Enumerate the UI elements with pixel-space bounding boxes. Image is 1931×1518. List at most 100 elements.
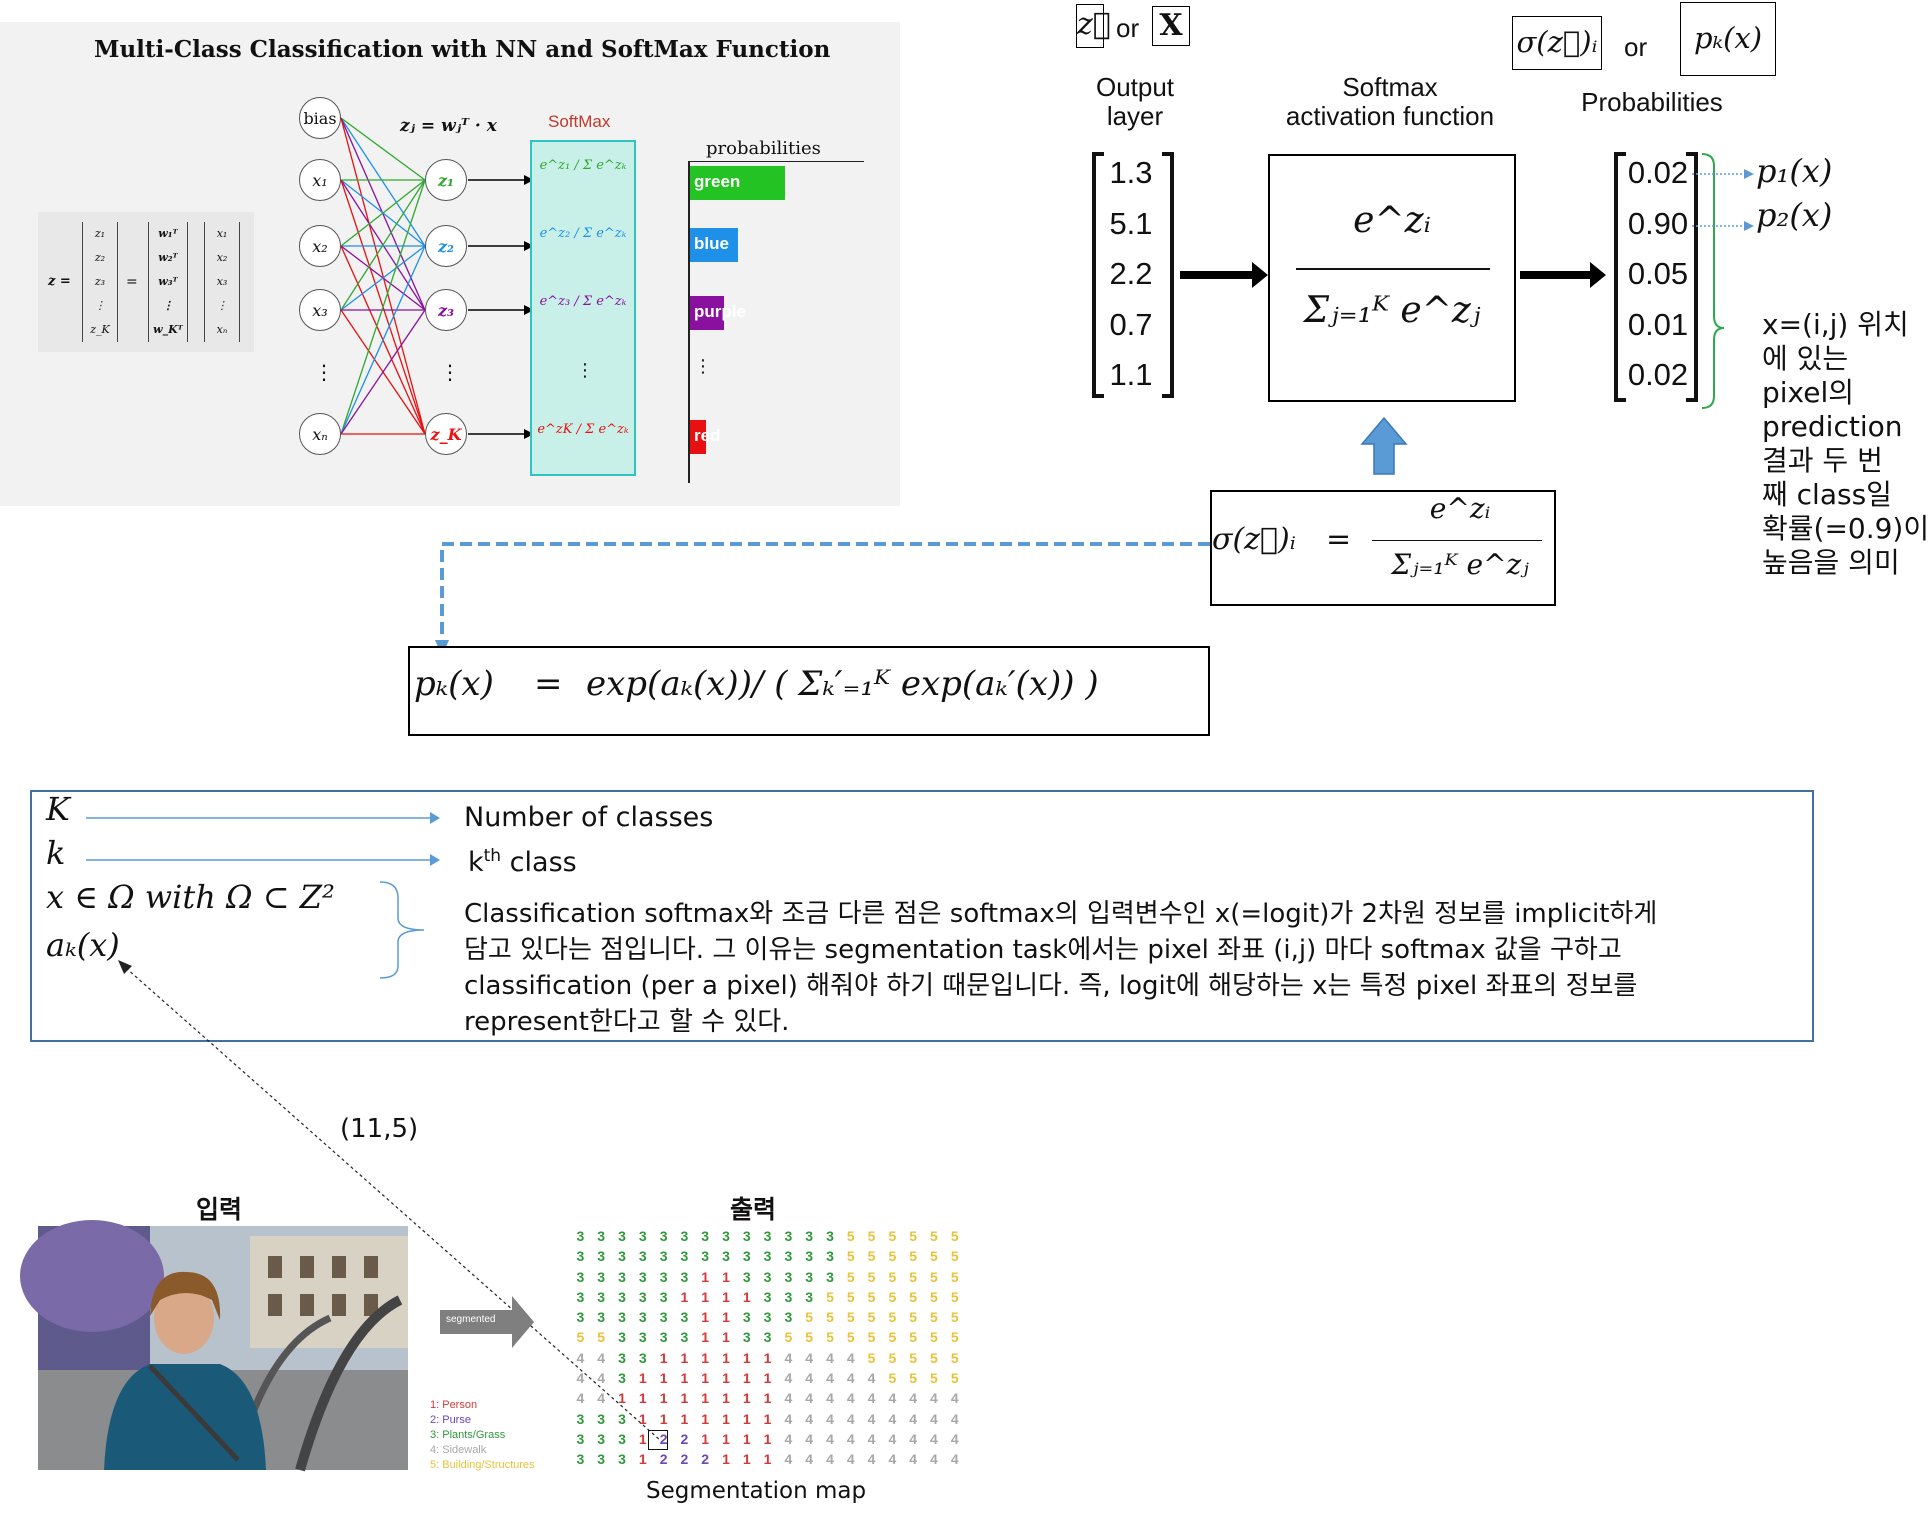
seg-cell: 4 <box>784 1370 793 1387</box>
seg-cell: 1 <box>722 1390 730 1407</box>
output-layer-label: Output layer <box>1095 72 1175 131</box>
nn-edge <box>340 245 426 311</box>
seg-cell: 1 <box>638 1370 647 1387</box>
seg-cell: 4 <box>930 1430 938 1447</box>
zj-formula: zⱼ = wⱼᵀ · x <box>400 116 497 136</box>
description-line: represent한다고 할 수 있다. <box>464 1007 790 1037</box>
seg-cell: 3 <box>805 1268 814 1285</box>
output-node: z₁ <box>425 159 467 201</box>
seg-cell: 3 <box>826 1268 834 1285</box>
note-line: 확률(=0.9)이 <box>1762 512 1930 545</box>
seg-cell: 3 <box>659 1248 668 1265</box>
seg-cell: 5 <box>888 1248 897 1265</box>
seg-cell: 3 <box>576 1430 585 1447</box>
seg-cell: 4 <box>930 1410 938 1427</box>
input-node: xₙ <box>299 413 341 455</box>
seg-cell: 5 <box>784 1329 793 1346</box>
photo-person-hair <box>150 1271 221 1320</box>
seg-cell: 1 <box>722 1329 730 1346</box>
prob-bracket-right <box>1686 152 1698 402</box>
p1-label: p₁(x) <box>1756 152 1833 190</box>
seg-cell: 3 <box>701 1228 710 1244</box>
seg-cell: 3 <box>784 1288 793 1305</box>
sigma-symbol-box: σ(z⃗)ᵢ <box>1512 16 1602 70</box>
seg-cell: 3 <box>597 1248 606 1265</box>
x_vec-entry: xₙ <box>216 323 228 336</box>
seg-cell: 5 <box>867 1268 876 1285</box>
seg-cell: 1 <box>680 1288 689 1305</box>
node-to-softmax-arrowhead <box>524 241 534 251</box>
input-node: bias <box>299 97 341 139</box>
arrow-up-blue <box>1360 416 1408 475</box>
seg-cell: 5 <box>950 1268 959 1285</box>
seg-cell: 3 <box>659 1309 668 1326</box>
seg-cell: 3 <box>763 1288 772 1305</box>
seg-cell: 2 <box>701 1451 710 1468</box>
z-matrix-equation <box>38 212 254 352</box>
seg-cell: 4 <box>950 1430 959 1447</box>
seg-cell: 1 <box>701 1349 710 1366</box>
bar-dots: ⋮ <box>694 356 712 377</box>
arrow-logits-to-softmax <box>1180 262 1268 288</box>
description-line: 담고 있다는 점입니다. 그 이유는 segmentation task에서는 … <box>464 935 1622 965</box>
seg-cell: 4 <box>846 1410 855 1427</box>
nn-panel-title: Multi-Class Classification with NN and S… <box>94 36 831 63</box>
sigma-formula-lhs: σ(z⃗)ᵢ <box>1212 522 1296 557</box>
w_vec-entry: w_Kᵀ <box>153 323 183 336</box>
nn-connections <box>340 117 534 439</box>
seg-cell: 3 <box>742 1248 751 1265</box>
seg-cell: 1 <box>659 1410 668 1427</box>
node-to-softmax-arrowhead <box>524 429 534 439</box>
seg-cell: 1 <box>722 1309 730 1326</box>
x-symbol-box: X <box>1152 6 1190 46</box>
seg-cell: 5 <box>846 1309 855 1326</box>
seg-cell: 3 <box>576 1248 585 1265</box>
logit-bracket-left <box>1092 152 1104 398</box>
seg-cell: 5 <box>846 1329 855 1346</box>
seg-cell: 3 <box>659 1288 668 1305</box>
seg-cell: 4 <box>597 1349 606 1366</box>
seg-cell: 4 <box>826 1430 834 1447</box>
seg-cell: 3 <box>659 1228 668 1244</box>
seg-cell: 5 <box>950 1349 959 1366</box>
prob-bar: purple <box>690 296 746 330</box>
nn-edge <box>340 309 426 435</box>
seg-cell: 3 <box>597 1451 606 1468</box>
arrow-softmax-to-probs <box>1520 262 1606 288</box>
seg-cell: 1 <box>638 1410 647 1427</box>
seg-cell: 3 <box>576 1228 585 1244</box>
seg-cell: 4 <box>909 1451 918 1468</box>
seg-cell: 1 <box>763 1451 772 1468</box>
seg-cell: 5 <box>909 1370 918 1387</box>
seg-cell: 4 <box>597 1370 606 1387</box>
x_vec-entry: x₂ <box>216 251 228 264</box>
photo-trees <box>38 1226 150 1376</box>
seg-cell: 4 <box>805 1451 814 1468</box>
seg-cell: 4 <box>909 1410 918 1427</box>
seg-cell: 5 <box>888 1309 897 1326</box>
seg-cell: 4 <box>784 1410 793 1427</box>
seg-cell: 3 <box>722 1228 730 1244</box>
seg-cell: 4 <box>846 1390 855 1407</box>
seg-cell: 1 <box>638 1430 647 1447</box>
input-node: x₁ <box>299 159 341 201</box>
seg-cell: 4 <box>867 1410 876 1427</box>
photo-person-head <box>154 1282 214 1354</box>
seg-cell: 5 <box>909 1329 918 1346</box>
seg-cell: 5 <box>930 1288 938 1305</box>
seg-cell: 5 <box>846 1248 855 1265</box>
seg-cell: 3 <box>659 1329 668 1346</box>
nn-edge <box>340 117 426 435</box>
seg-cell: 5 <box>805 1329 814 1346</box>
